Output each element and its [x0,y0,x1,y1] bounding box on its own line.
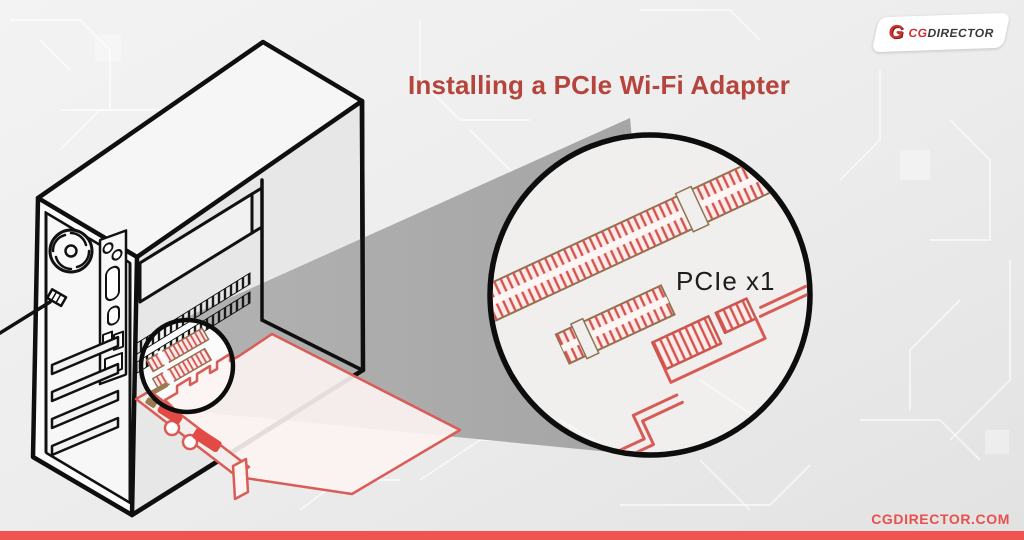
antenna-connector [0,288,68,335]
card-edge-connector [611,265,807,452]
back-panel [0,211,132,505]
magnifier-large-ring [487,132,813,458]
footer-url: CGDIRECTOR.COM [871,511,1010,527]
antenna-mounts [145,397,222,453]
logo-g-icon: G [888,22,904,43]
logo-brand-text: CGDIRECTOR [908,26,993,40]
logo-brand-director: DIRECTOR [927,25,994,40]
magnifier-large: PCIe x1 [487,132,813,458]
logo-brand-cg: CG [908,25,928,40]
wifi-card [134,332,462,501]
footer-accent-bar [0,531,1024,540]
wifi-card-bracket-foot [231,457,250,501]
page-title: Installing a PCIe Wi-Fi Adapter [408,70,791,100]
slot-vents [50,335,120,457]
tower-edges-over-beam [129,98,366,518]
pcie-x16-slot [493,144,802,341]
mini-pcie-slots [145,327,213,391]
cgdirector-logo: G CGDIRECTOR [871,12,1011,53]
pcie-x1-label: PCIe x1 [676,266,776,296]
pcie-x1-slot [554,284,676,365]
fan-icon [48,228,94,274]
wifi-card-pcb [163,332,462,496]
magnifier-small-ring [138,317,236,415]
io-ports [98,229,128,386]
